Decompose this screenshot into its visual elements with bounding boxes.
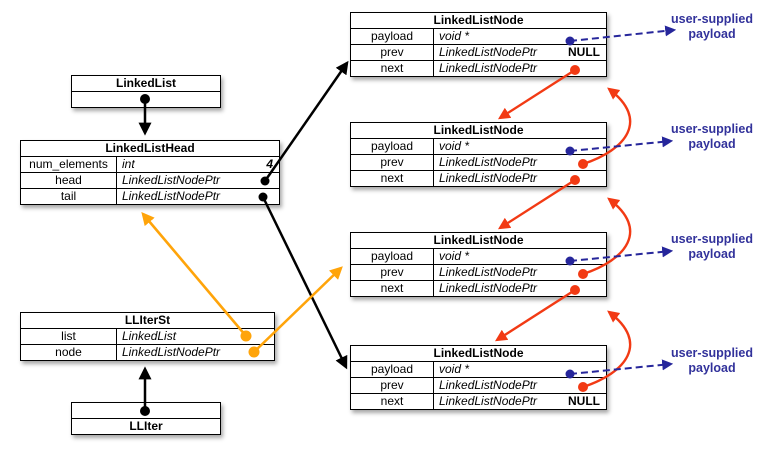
field-type: int — [122, 157, 135, 171]
node-table-1: LinkedListNode payload void * prev Linke… — [350, 12, 607, 77]
field-value: 4 — [266, 157, 273, 171]
field-type: LinkedListNodePtr — [439, 265, 538, 279]
payload-label-line2: payload — [688, 27, 736, 41]
field-row-payload: payload void * — [351, 138, 606, 154]
payload-label-line2: payload — [688, 361, 736, 375]
field-row-prev: prev LinkedListNodePtr — [351, 154, 606, 170]
field-type: LinkedListNodePtr — [439, 281, 538, 295]
linkedlist-title: LinkedList — [115, 76, 176, 90]
payload-label-3: user-supplied payload — [664, 232, 760, 262]
node-title: LinkedListNode — [433, 123, 524, 137]
field-name: next — [351, 281, 434, 296]
linkedlisthead-title: LinkedListHead — [105, 141, 195, 155]
node-title: LinkedListNode — [433, 233, 524, 247]
field-type: LinkedListNodePtr — [439, 155, 538, 169]
field-row-next: next LinkedListNodePtr NULL — [351, 393, 606, 409]
field-row-payload: payload void * — [351, 361, 606, 377]
field-row-head: head LinkedListNodePtr — [21, 172, 279, 188]
node1-next-arrow — [497, 68, 576, 120]
field-row-payload: payload void * — [351, 248, 606, 264]
lliterst-table: LLIterSt list LinkedList node LinkedList… — [20, 312, 275, 361]
node-title: LinkedListNode — [433, 346, 524, 360]
field-name: next — [351, 61, 434, 76]
field-row-prev: prev LinkedListNodePtr NULL — [351, 44, 606, 60]
payload-label-line1: user-supplied — [671, 232, 753, 246]
payload-label-line2: payload — [688, 137, 736, 151]
payload-label-line2: payload — [688, 247, 736, 261]
field-name: node — [21, 345, 117, 360]
field-name: next — [351, 394, 434, 409]
field-row-next: next LinkedListNodePtr — [351, 280, 606, 296]
field-row-prev: prev LinkedListNodePtr — [351, 264, 606, 280]
field-name: list — [21, 329, 117, 344]
field-type: LinkedList — [122, 329, 177, 343]
field-type: void * — [439, 249, 470, 263]
payload-label-4: user-supplied payload — [664, 346, 760, 376]
linkedlist-pointer-row — [72, 91, 220, 107]
node-table-3: LinkedListNode payload void * prev Linke… — [350, 232, 607, 297]
tail-to-node4-arrow — [261, 196, 348, 370]
field-type: void * — [439, 139, 470, 153]
field-type: void * — [439, 29, 470, 43]
field-row-next: next LinkedListNodePtr — [351, 170, 606, 186]
field-type: LinkedListNodePtr — [439, 61, 538, 75]
field-name: prev — [351, 45, 434, 60]
field-type: LinkedListNodePtr — [122, 345, 221, 359]
linkedlist-box: LinkedList — [71, 75, 221, 108]
field-name: prev — [351, 378, 434, 393]
field-type: LinkedListNodePtr — [439, 45, 538, 59]
payload-label-2: user-supplied payload — [664, 122, 760, 152]
linkedlisthead-table: LinkedListHead num_elements int 4 head L… — [20, 140, 280, 205]
field-name: payload — [351, 249, 434, 264]
lliterst-title: LLIterSt — [124, 313, 171, 327]
lliter-pointer-row — [72, 403, 220, 418]
payload-label-line1: user-supplied — [671, 12, 753, 26]
field-type: LinkedListNodePtr — [122, 173, 221, 187]
field-row-payload: payload void * — [351, 28, 606, 44]
node-table-2: LinkedListNode payload void * prev Linke… — [350, 122, 607, 187]
field-name: payload — [351, 29, 434, 44]
field-row-num-elements: num_elements int 4 — [21, 156, 279, 172]
field-type: LinkedListNodePtr — [439, 378, 538, 392]
payload-label-line1: user-supplied — [671, 346, 753, 360]
field-row-next: next LinkedListNodePtr — [351, 60, 606, 76]
field-row-prev: prev LinkedListNodePtr — [351, 377, 606, 393]
lliter-box: LLIter — [71, 402, 221, 435]
node2-next-arrow — [497, 178, 576, 230]
field-value: NULL — [568, 394, 600, 408]
field-name: prev — [351, 265, 434, 280]
payload-label-1: user-supplied payload — [664, 12, 760, 42]
field-type: LinkedListNodePtr — [439, 394, 538, 408]
field-row-list: list LinkedList — [21, 328, 274, 344]
field-name: payload — [351, 362, 434, 377]
node-title: LinkedListNode — [433, 13, 524, 27]
field-name: num_elements — [21, 157, 117, 172]
lliter-title: LLIter — [72, 418, 220, 434]
field-type: LinkedListNodePtr — [439, 171, 538, 185]
field-row-node: node LinkedListNodePtr — [21, 344, 274, 360]
field-name: payload — [351, 139, 434, 154]
field-name: head — [21, 173, 117, 188]
node3-next-arrow — [494, 288, 576, 342]
field-row-tail: tail LinkedListNodePtr — [21, 188, 279, 204]
node-table-4: LinkedListNode payload void * prev Linke… — [350, 345, 607, 410]
field-name: tail — [21, 189, 117, 204]
field-type: void * — [439, 362, 470, 376]
field-name: next — [351, 171, 434, 186]
field-value: NULL — [568, 45, 600, 59]
field-name: prev — [351, 155, 434, 170]
payload-label-line1: user-supplied — [671, 122, 753, 136]
field-type: LinkedListNodePtr — [122, 189, 221, 203]
